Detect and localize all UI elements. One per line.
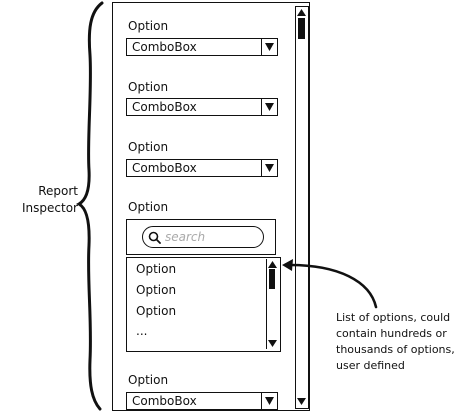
triangle-down-icon [265, 43, 274, 51]
side-label-line-1: Report [38, 184, 78, 198]
search-icon [148, 231, 161, 244]
option-label: Option [128, 140, 169, 154]
curly-brace-icon [75, 1, 104, 411]
combobox[interactable]: ComboBox [126, 392, 278, 410]
triangle-up-icon[interactable] [297, 9, 306, 16]
list-item[interactable]: Option [136, 262, 177, 276]
option-label: Option [128, 19, 169, 33]
search-container: search [126, 219, 276, 255]
annotation-line: List of options, could [336, 311, 451, 324]
panel-scroll-thumb[interactable] [298, 18, 305, 39]
triangle-up-icon[interactable] [268, 261, 277, 268]
triangle-down-icon[interactable] [268, 340, 277, 347]
combobox-value: ComboBox [132, 394, 197, 408]
triangle-down-icon[interactable] [297, 398, 306, 405]
annotation-line: thousands of options, [336, 343, 455, 356]
combobox-dropdown-button[interactable] [261, 99, 277, 115]
combobox-dropdown-button[interactable] [261, 393, 277, 409]
combobox[interactable]: ComboBox [126, 159, 278, 177]
annotation-note: List of options, could contain hundreds … [336, 310, 468, 374]
panel-scrollbar[interactable] [295, 6, 309, 409]
annotation-line: contain hundreds or [336, 327, 447, 340]
annotation-line: user defined [336, 359, 405, 372]
list-scroll-thumb[interactable] [269, 269, 275, 289]
combobox[interactable]: ComboBox [126, 38, 278, 56]
search-input[interactable]: search [142, 226, 264, 248]
report-inspector-label: Report Inspector [18, 183, 78, 217]
option-label: Option [128, 373, 169, 387]
search-placeholder: search [165, 230, 206, 244]
list-item[interactable]: Option [136, 304, 177, 318]
combobox-dropdown-button[interactable] [261, 39, 277, 55]
combobox-value: ComboBox [132, 40, 197, 54]
side-label-line-2: Inspector [22, 201, 78, 215]
options-list: Option Option Option ... [126, 257, 281, 352]
triangle-down-icon [265, 397, 274, 405]
combobox[interactable]: ComboBox [126, 98, 278, 116]
list-item[interactable]: Option [136, 283, 177, 297]
option-label: Option [128, 80, 169, 94]
triangle-down-icon [265, 103, 274, 111]
curved-arrow-icon [282, 259, 378, 309]
combobox-dropdown-button[interactable] [261, 160, 277, 176]
combobox-value: ComboBox [132, 161, 197, 175]
option-label: Option [128, 200, 169, 214]
combobox-value: ComboBox [132, 100, 197, 114]
list-item: ... [136, 324, 148, 338]
list-scrollbar[interactable] [266, 259, 279, 349]
triangle-down-icon [265, 164, 274, 172]
